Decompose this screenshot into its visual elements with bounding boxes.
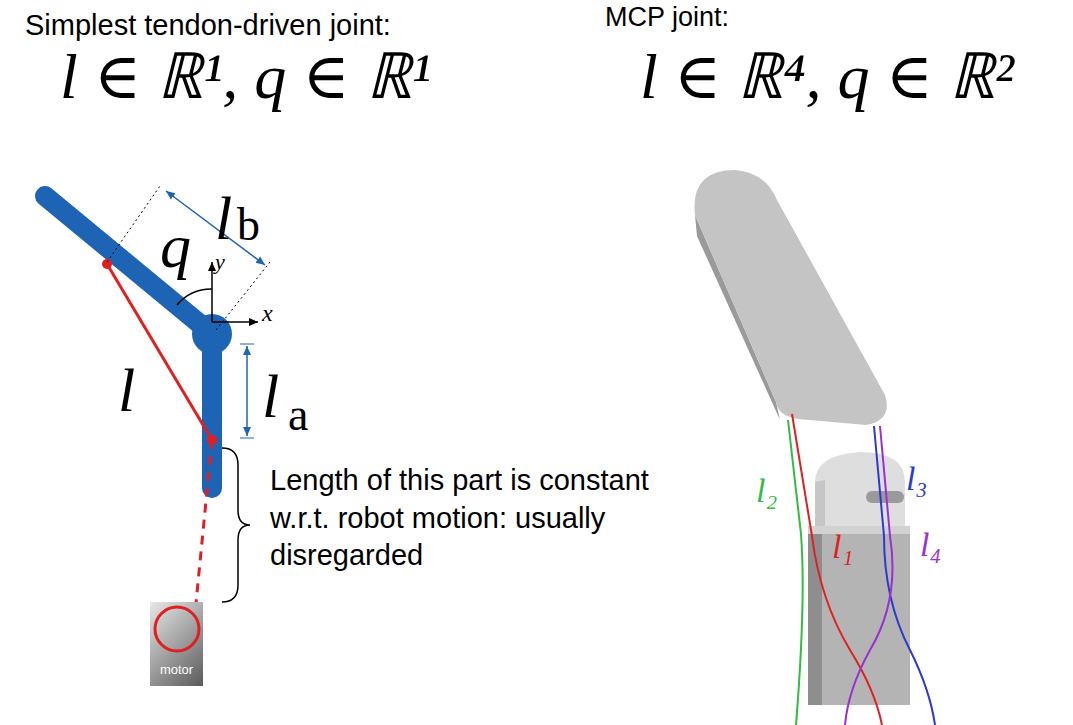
tendon-joint [45,186,270,603]
tendon-label: l₃ [906,460,927,497]
motor-pulley [150,602,203,658]
heading: Simplest tendon-driven joint: [25,10,391,42]
dimension-subscript: a [288,390,308,441]
axis-label: y [215,250,225,274]
math-dimensions: l ∈ ℝ¹, q ∈ ℝ¹ [60,42,431,112]
axis-label: x [262,300,273,326]
math-dimensions: l ∈ ℝ⁴, q ∈ ℝ² [640,42,1014,112]
tendon-label: l₁ [832,528,853,565]
dimension-symbol: l [262,362,279,430]
heading: MCP joint: [605,3,729,33]
dimension-subscript: b [237,200,260,251]
tendon-length: l [118,356,135,424]
tendon-label: l₄ [920,526,941,563]
dimension-symbol: l [215,184,232,252]
note: Length of this part is constant w.r.t. r… [270,462,708,575]
angle-symbol: q [160,212,191,280]
tendon-label: l₂ [756,472,777,509]
tendons [788,414,935,725]
motor-box: motor [150,602,203,686]
motor-label: motor [150,658,203,681]
